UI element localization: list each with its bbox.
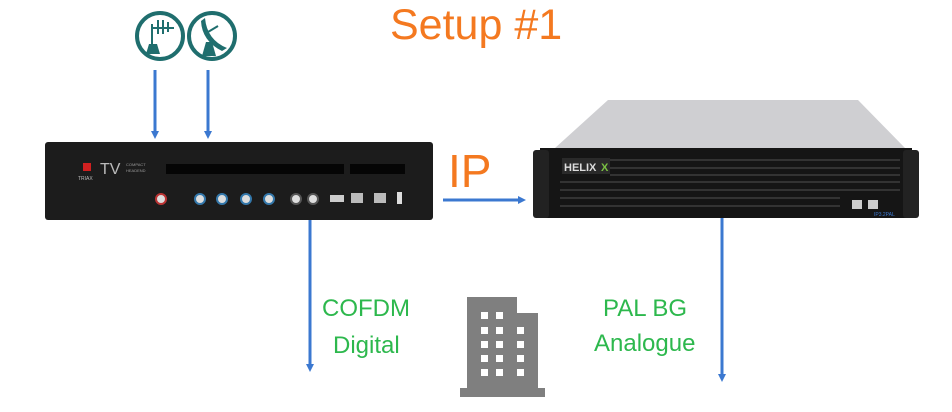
cofdm-label: COFDM <box>322 295 410 322</box>
ip-link-label: IP <box>448 145 492 197</box>
svg-text:IP3.2PAL: IP3.2PAL <box>874 212 895 218</box>
svg-text:TV: TV <box>100 161 121 178</box>
terrestrial-antenna-icon <box>135 11 185 61</box>
triax-headend-device: TRIAX TV COMPACT HEADEND <box>45 142 433 220</box>
analogue-label: Analogue <box>594 330 696 357</box>
svg-text:TRIAX: TRIAX <box>78 176 93 182</box>
satellite-dish-icon <box>187 11 237 61</box>
svg-text:HELIX: HELIX <box>564 162 597 174</box>
pal-bg-label: PAL BG <box>603 295 688 322</box>
helixx-server-device: HELIX X IP3.2PAL <box>533 100 919 218</box>
building-icon <box>460 297 545 397</box>
digital-label: Digital <box>333 332 400 359</box>
svg-text:COMPACT: COMPACT <box>126 162 146 167</box>
svg-text:HEADEND: HEADEND <box>126 168 146 173</box>
svg-text:X: X <box>601 162 609 174</box>
diagram-title: Setup #1 <box>390 1 563 49</box>
